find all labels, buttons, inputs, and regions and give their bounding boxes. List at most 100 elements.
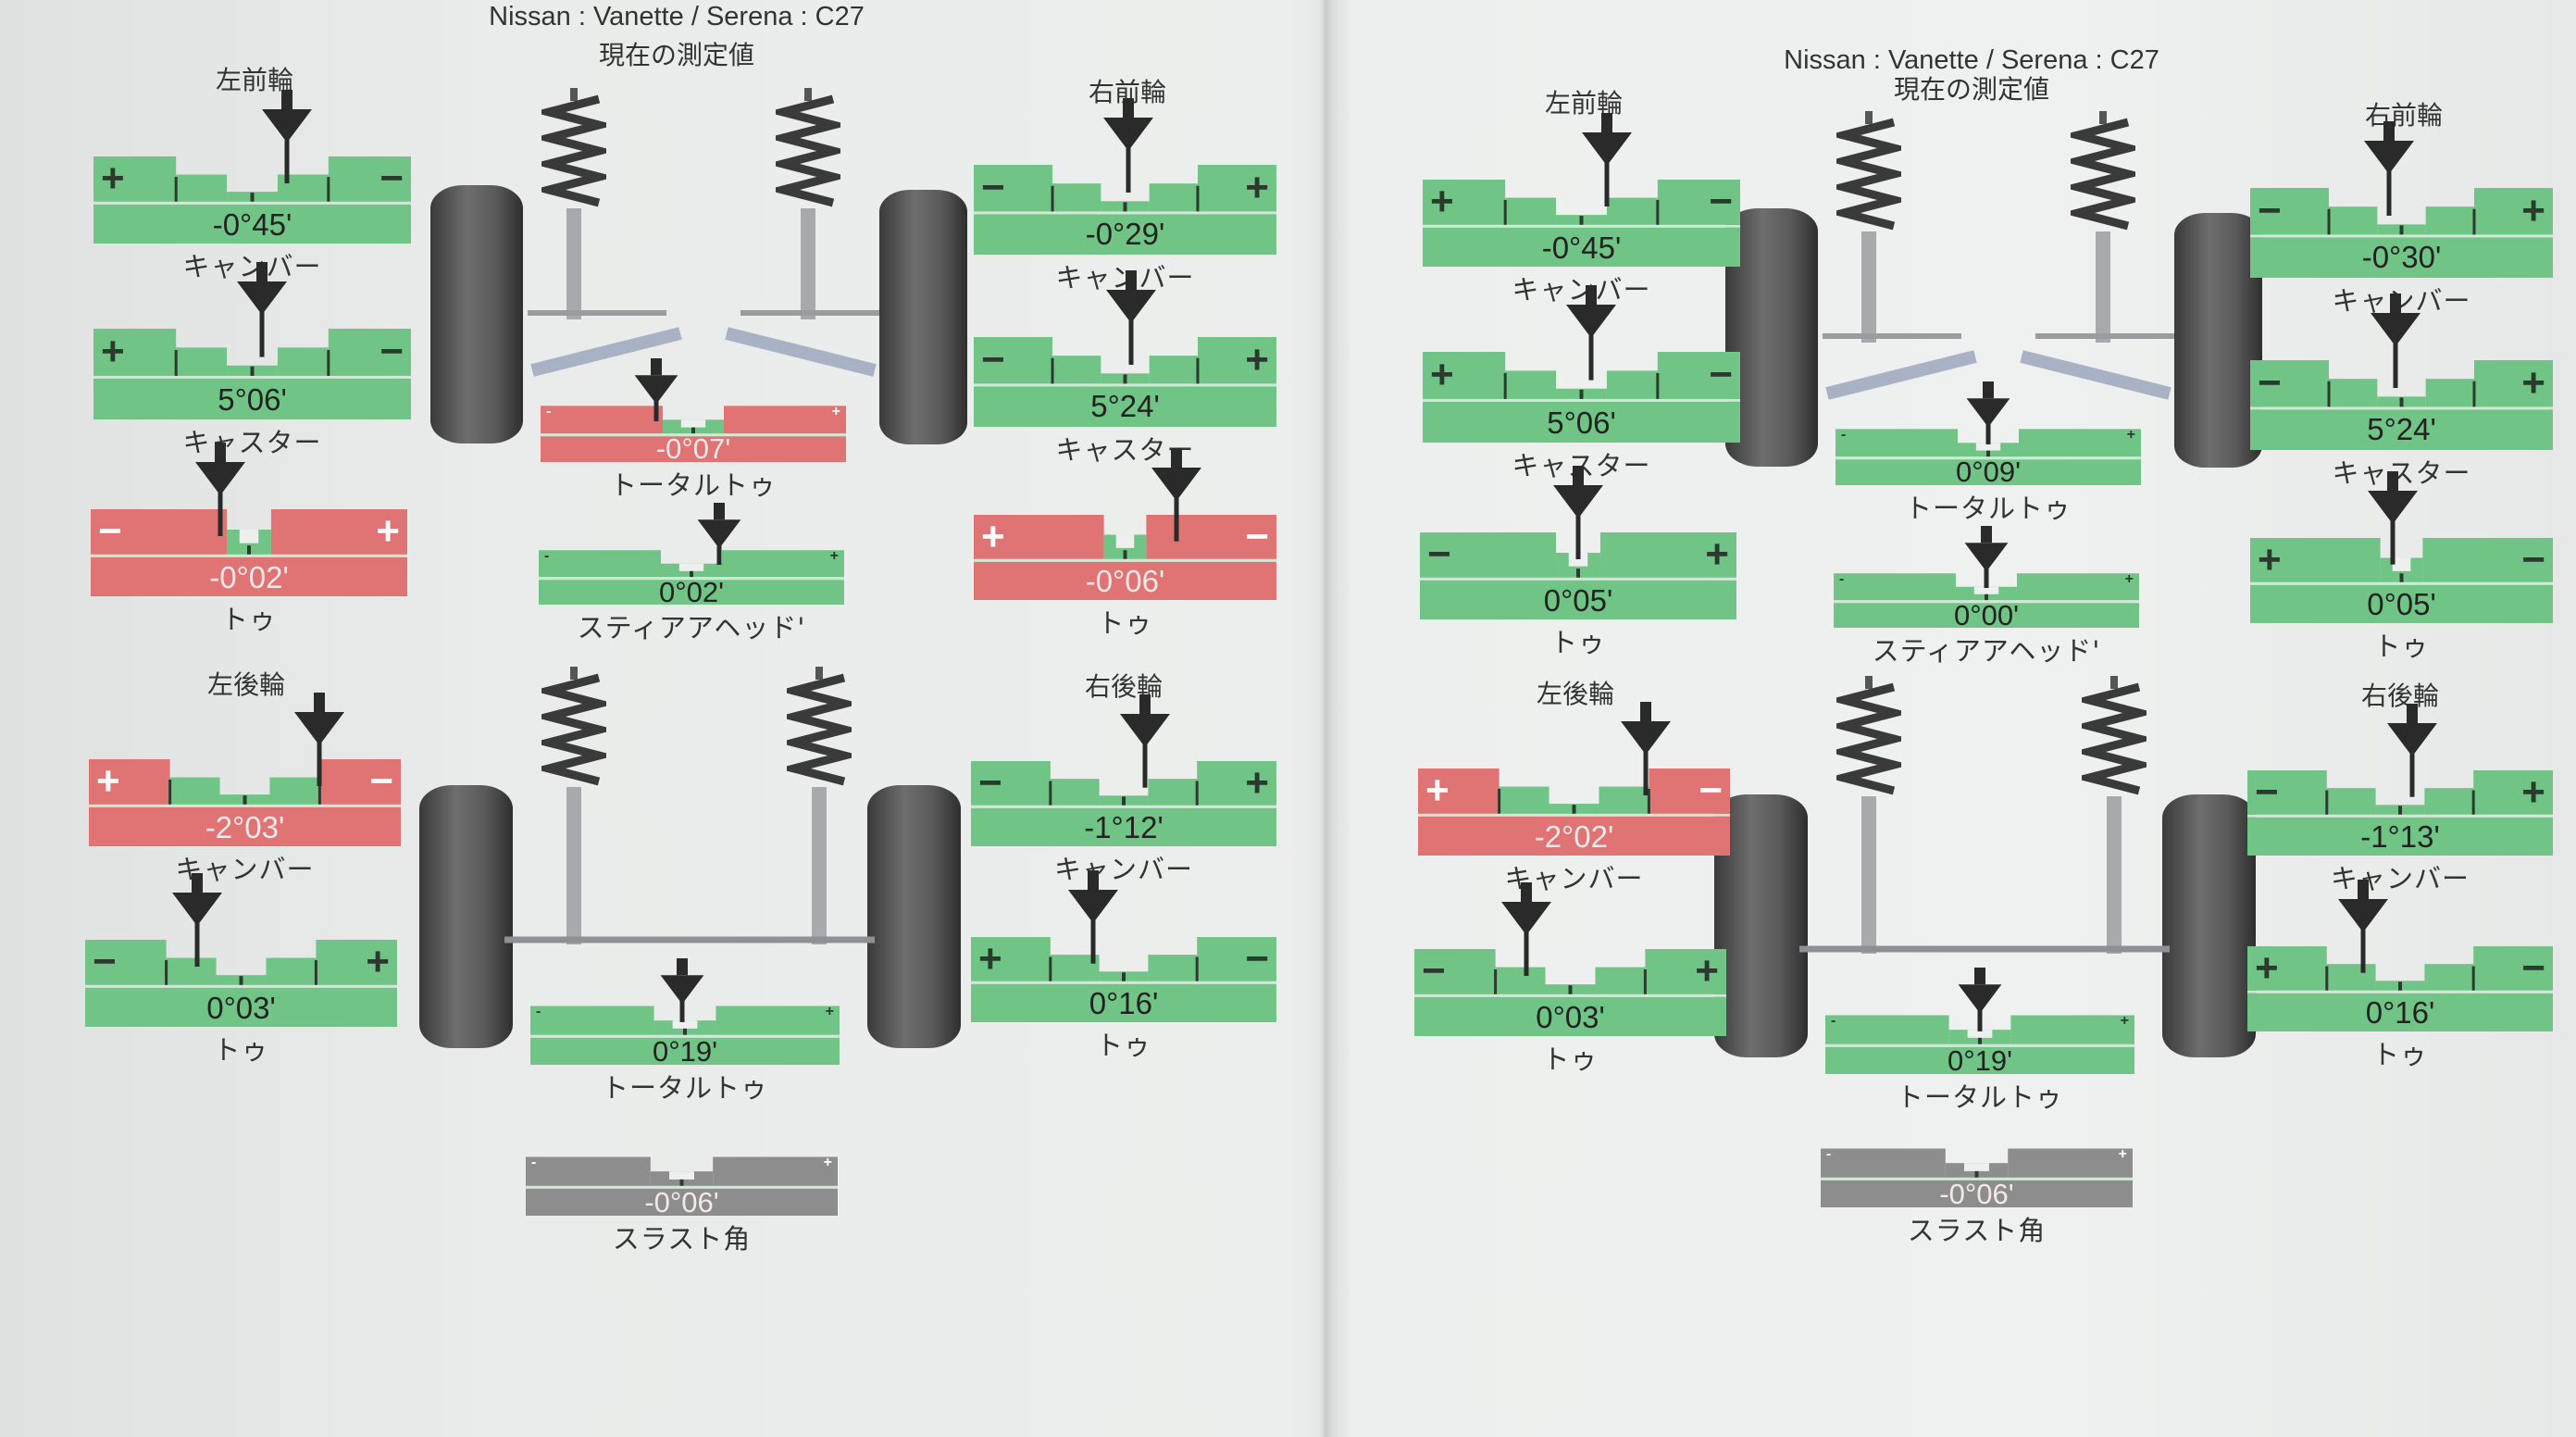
plus-minus-sign-left: - xyxy=(544,547,550,564)
plus-minus-sign-left: + xyxy=(978,936,1002,982)
pointer-arrow-icon xyxy=(259,90,315,184)
gauge-outer-block xyxy=(2008,1148,2133,1178)
gauge-step-block xyxy=(1505,197,1557,225)
rear-right-strut xyxy=(2082,676,2147,954)
gauge-label: キャンバー xyxy=(2332,285,2471,317)
gauge-value: -1°12' xyxy=(1084,809,1164,844)
gauge-value-box xyxy=(91,556,407,596)
gauge-center-tick xyxy=(2399,573,2404,582)
gauge-divider xyxy=(971,981,1276,984)
gauge-step-block xyxy=(1606,197,1658,225)
gauge-step-block xyxy=(1505,370,1557,399)
gauge-step-block xyxy=(277,347,329,376)
gauge-label: キャンバー xyxy=(2330,863,2470,894)
gauge-value-box xyxy=(971,983,1276,1022)
gauge-value: 0°03' xyxy=(206,990,276,1025)
rear-left-strut xyxy=(1836,676,1901,954)
plus-minus-sign-left: + xyxy=(981,514,1005,560)
front-right-tire xyxy=(879,190,967,444)
gauge-value-box xyxy=(1420,580,1736,619)
gauge-tick xyxy=(168,779,172,805)
pointer-arrow-icon xyxy=(2361,121,2417,217)
gauge-value: -2°03' xyxy=(205,809,285,844)
plus-minus-sign-right: + xyxy=(823,1154,832,1170)
gauge-value: 0°02' xyxy=(658,576,725,609)
gauge-value: 0°09' xyxy=(1955,456,2022,489)
plus-minus-sign-right: + xyxy=(1705,531,1729,578)
rear-left-tire xyxy=(419,785,513,1048)
rear-right-strut xyxy=(787,667,852,944)
gauge-value: -0°06' xyxy=(644,1185,719,1218)
gauge-tick xyxy=(1503,372,1507,399)
plus-minus-sign-left: − xyxy=(981,336,1005,382)
gauge-outer-block xyxy=(1423,352,1506,399)
gauge-outer-block xyxy=(2019,429,2141,457)
gauge-divider xyxy=(541,433,846,437)
gauge-tick xyxy=(1503,199,1507,225)
plus-minus-sign-right: + xyxy=(2126,426,2135,443)
gauge-notch xyxy=(1568,552,1588,567)
gauge-value: -1°13' xyxy=(2360,818,2440,854)
gauge-outer-block xyxy=(526,1156,651,1186)
plus-minus-sign-left: + xyxy=(2258,537,2282,583)
gauge-notch xyxy=(678,563,704,571)
pointer-arrow-icon xyxy=(2335,880,2391,973)
gauge-value-box xyxy=(526,1188,838,1216)
gauge-outer-block xyxy=(974,165,1053,212)
gauge-label: トゥ xyxy=(2373,631,2430,662)
gauge-divider xyxy=(1414,993,1726,997)
plus-minus-sign-left: − xyxy=(98,508,122,555)
gauge-step-block xyxy=(1595,967,1646,994)
pointer-arrow-icon xyxy=(695,503,743,566)
front-left-strut xyxy=(1836,111,1901,343)
gauge-center-tick xyxy=(1978,1037,1982,1044)
gauge-divider xyxy=(1418,813,1730,817)
gauge-step-block xyxy=(169,777,220,805)
plus-minus-sign-right: + xyxy=(1695,948,1719,994)
gauge-value: -0°29' xyxy=(1085,217,1165,252)
gauge-outer-block xyxy=(539,550,661,578)
gauge-tick xyxy=(2325,966,2329,991)
gauge-label: キャンバー xyxy=(182,251,322,282)
gauge-outer-block xyxy=(1825,1015,1949,1044)
front-right-tire xyxy=(2174,213,2262,468)
gauge-label: スラスト角 xyxy=(612,1223,752,1255)
gauge-tick xyxy=(327,349,330,376)
gauge-divider xyxy=(85,984,397,988)
gauge-label: スラスト角 xyxy=(1907,1215,2047,1246)
gauge-center-tick xyxy=(679,1179,684,1186)
gauge-value: -0°06' xyxy=(1939,1177,2014,1210)
gauge-lf-toe: −+0°05' xyxy=(1420,466,1736,619)
gauge-center-tick xyxy=(2399,397,2404,407)
pointer-arrow-icon xyxy=(234,262,290,357)
gauge-value: -0°07' xyxy=(655,432,731,466)
gauge-step-block xyxy=(2425,206,2474,235)
gauge-value: -0°45' xyxy=(212,206,292,242)
plus-minus-sign-right: − xyxy=(1245,514,1269,560)
gauge-center-tick xyxy=(683,1028,687,1035)
gauge-outer-block xyxy=(716,1006,840,1035)
gauge-value: 0°16' xyxy=(1089,985,1159,1020)
gauge-outer-block xyxy=(974,337,1053,384)
gauge-lf-toe: −+-0°02' xyxy=(91,443,407,596)
gauge-value-box xyxy=(974,561,1276,600)
gauge-center-tick xyxy=(1985,594,1988,601)
gauge-outer-block xyxy=(316,940,397,985)
gauge-divider xyxy=(2247,990,2553,993)
gauge-notch xyxy=(1973,586,1999,594)
gauge-outer-block xyxy=(724,406,846,434)
gauge-outer-block xyxy=(89,759,170,805)
gauge-outer-block xyxy=(1146,515,1276,559)
gauge-value: 5°24' xyxy=(2367,412,2436,447)
plus-minus-sign-left: − xyxy=(1422,948,1446,994)
gauge-rear-total-toe: -+0°19' xyxy=(1825,968,2134,1075)
gauge-label: キャンバー xyxy=(1055,262,1195,294)
gauge-outer-block xyxy=(1821,1148,1946,1178)
gauge-outer-block xyxy=(2250,538,2381,582)
gauge-step-block xyxy=(2326,788,2376,815)
gauge-outer-block xyxy=(1657,180,1740,225)
gauge-center-tick xyxy=(1579,389,1584,399)
gauge-tick xyxy=(2472,381,2476,407)
gauge-outer-block xyxy=(1197,937,1276,981)
gauge-center-tick xyxy=(1123,550,1127,559)
